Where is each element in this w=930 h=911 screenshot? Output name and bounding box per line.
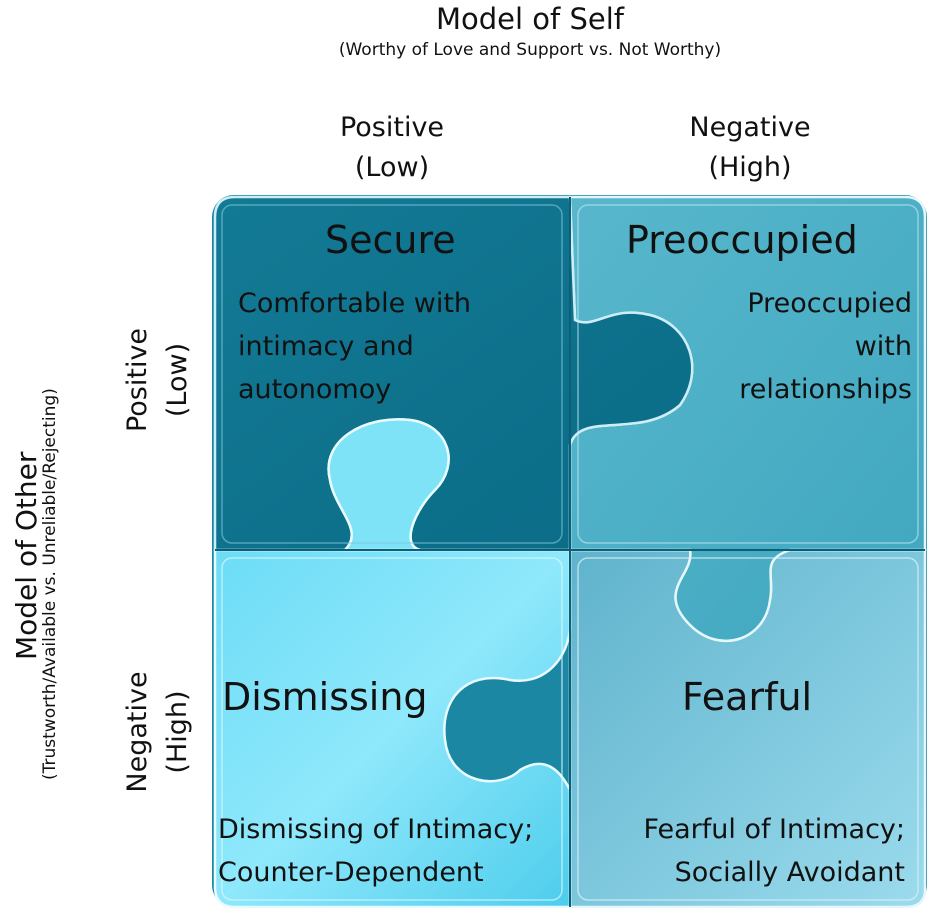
dismissing-piece xyxy=(213,548,572,909)
fearful-description: Fearful of Intimacy; Socially Avoidant xyxy=(600,808,905,894)
preoccupied-line-3: relationships xyxy=(739,374,912,405)
dismissing-line-2: Counter-Dependent xyxy=(218,857,484,888)
fearful-line-1: Fearful of Intimacy; xyxy=(643,814,905,845)
secure-title: Secure xyxy=(325,218,456,262)
secure-description: Comfortable with intimacy and autonomoy xyxy=(238,282,471,411)
column-header-positive-label: Positive xyxy=(339,112,445,143)
column-header-negative-label: Negative xyxy=(689,112,811,143)
model-of-self-title: Model of Self xyxy=(436,2,624,36)
secure-line-1: Comfortable with xyxy=(238,288,472,319)
dismissing-title: Dismissing xyxy=(222,675,428,719)
column-header-negative: Negative (High) xyxy=(630,108,870,188)
preoccupied-title: Preoccupied xyxy=(626,218,858,262)
column-header-positive-level: (Low) xyxy=(354,152,430,183)
fearful-title: Fearful xyxy=(682,675,813,719)
preoccupied-bevel xyxy=(577,204,919,544)
fearful-bevel xyxy=(577,557,919,901)
preoccupied-line-2: with xyxy=(854,331,912,362)
column-header-positive: Positive (Low) xyxy=(272,108,512,188)
secure-line-2: intimacy and xyxy=(238,331,414,362)
dismissing-description: Dismissing of Intimacy; Counter-Dependen… xyxy=(218,808,533,894)
model-of-self-subtitle: (Worthy of Love and Support vs. Not Wort… xyxy=(338,40,722,60)
column-header-negative-level: (High) xyxy=(708,152,792,183)
secure-bevel xyxy=(221,204,563,544)
secure-line-3: autonomoy xyxy=(238,374,392,405)
dismissing-bevel xyxy=(221,557,563,901)
dismissing-knob xyxy=(327,418,450,552)
dismissing-line-1: Dismissing of Intimacy; xyxy=(218,814,534,845)
preoccupied-description: Preoccupied with relationships xyxy=(690,282,912,411)
fearful-line-2: Socially Avoidant xyxy=(674,857,905,888)
preoccupied-line-1: Preoccupied xyxy=(747,288,912,319)
